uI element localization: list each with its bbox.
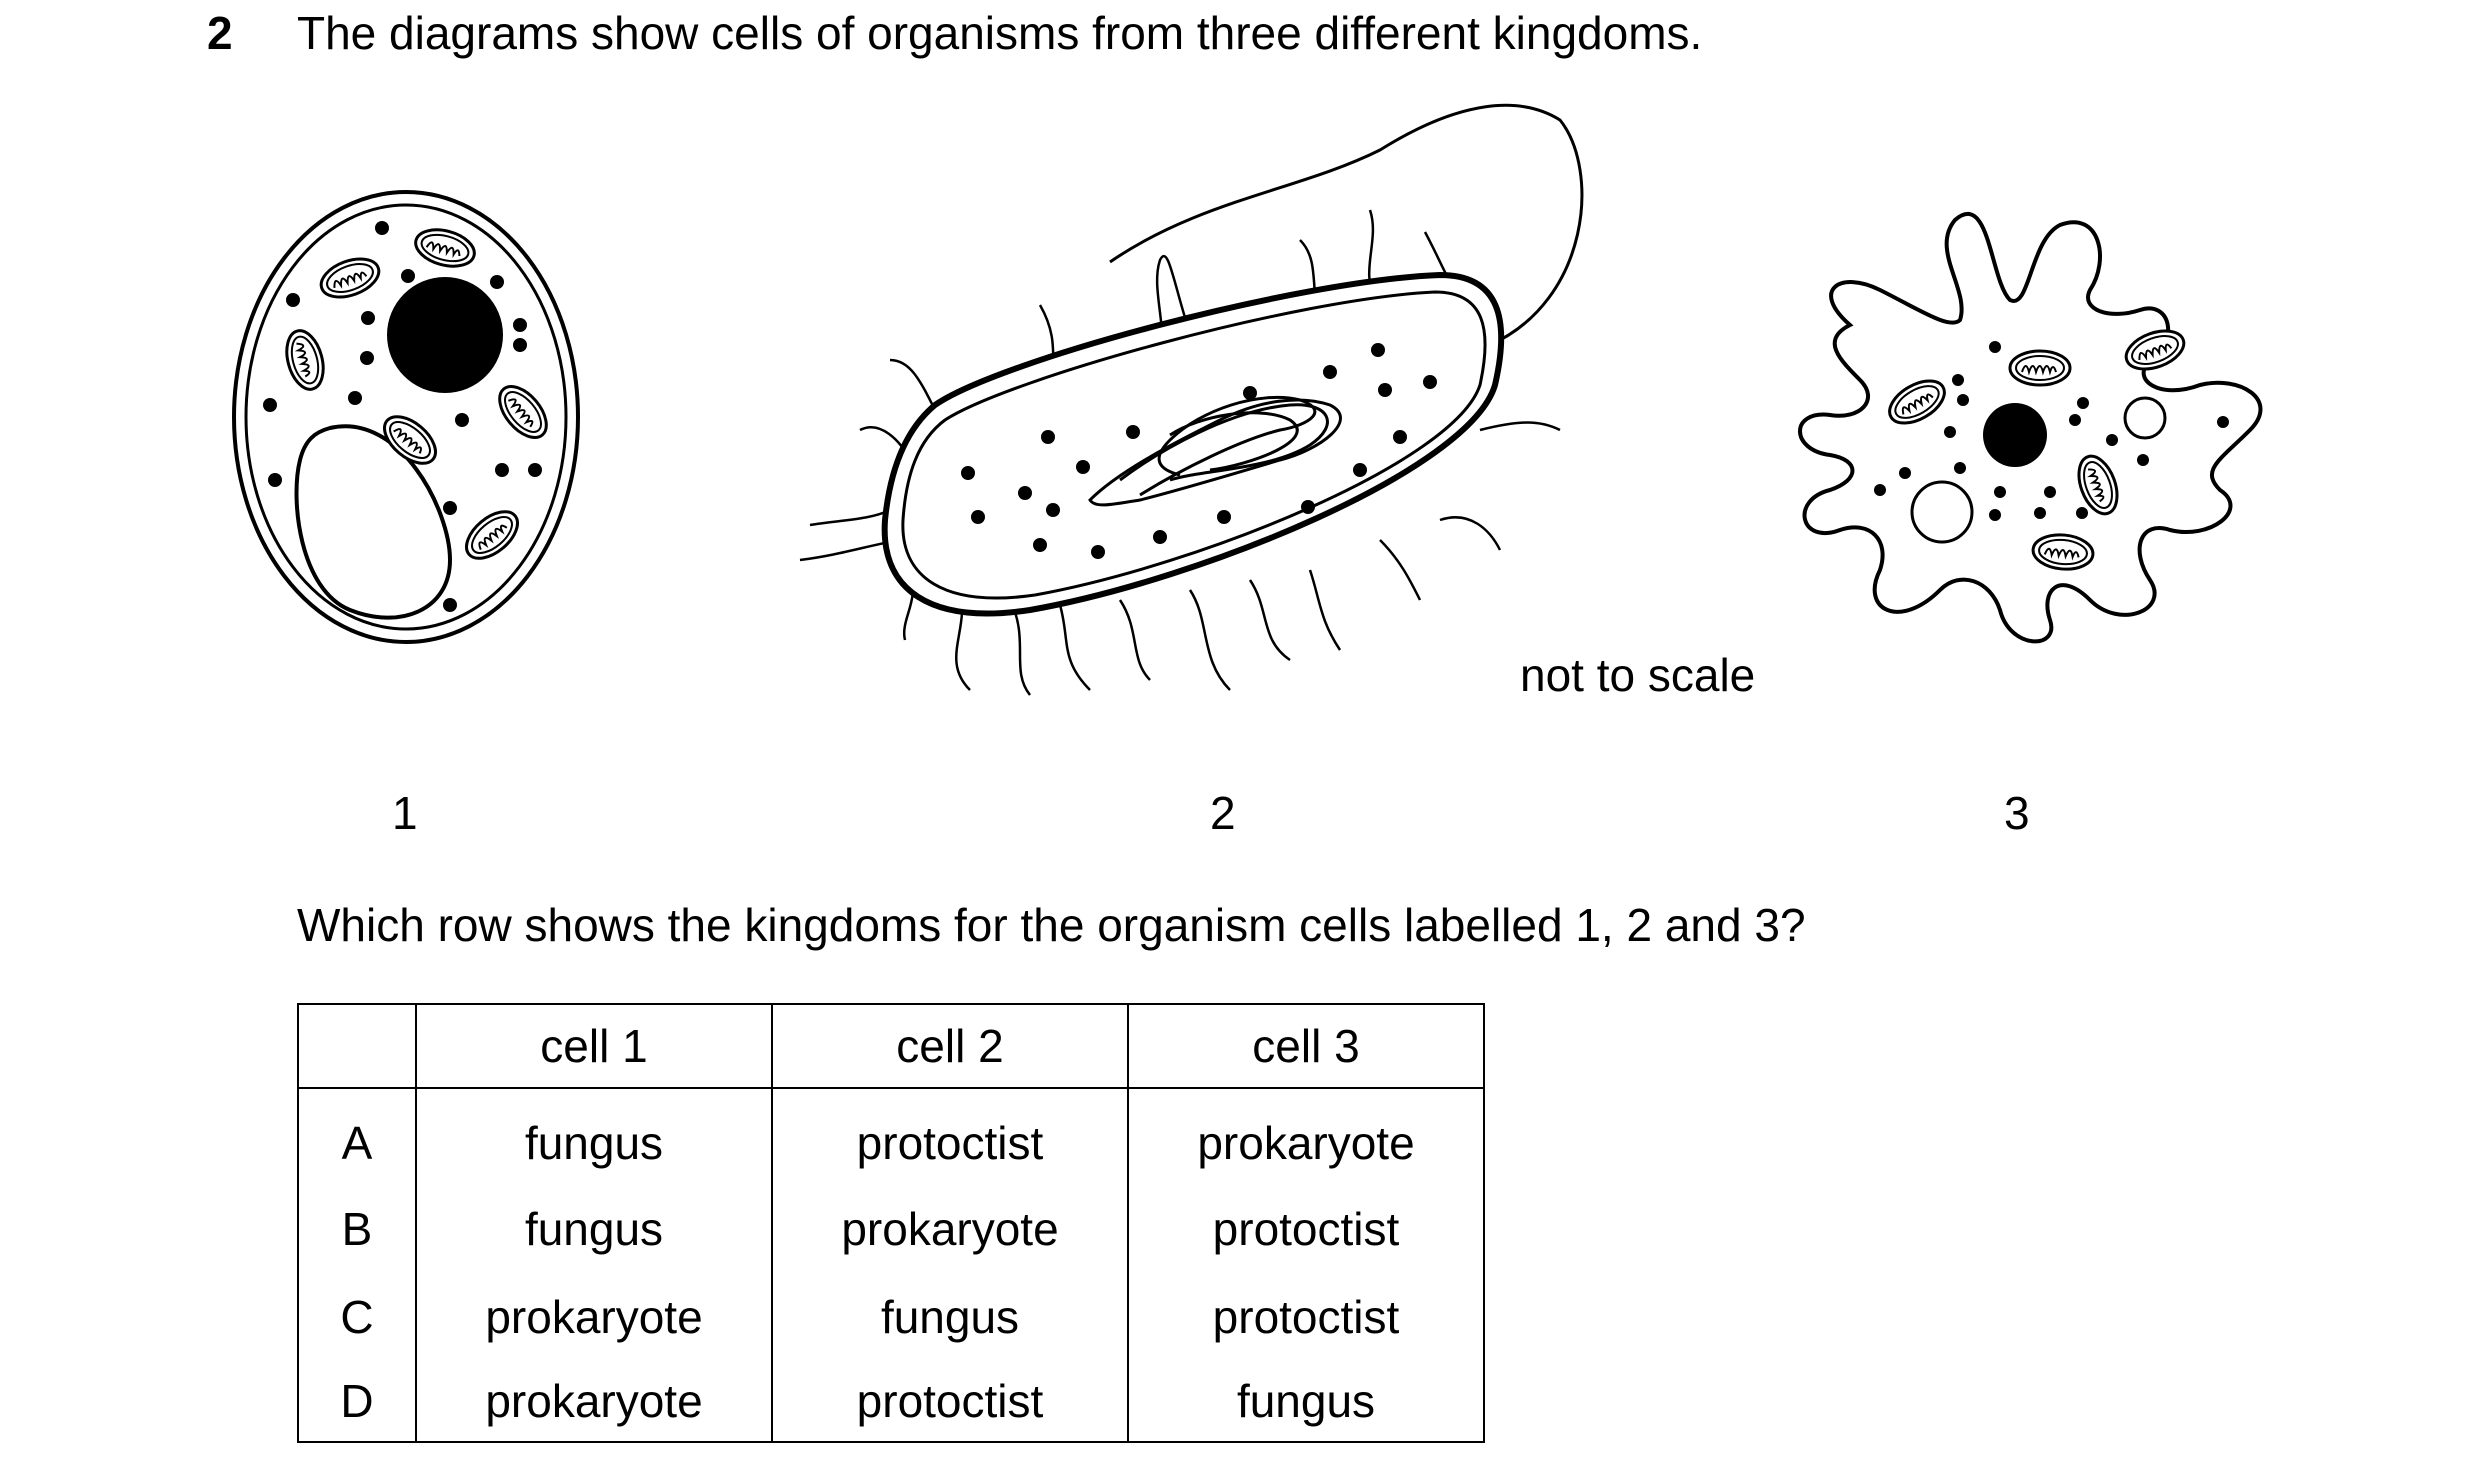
question-prompt: Which row shows the kingdoms for the org…: [297, 899, 1806, 951]
table-cell: protoctist: [1127, 1185, 1485, 1273]
table-cell: prokaryote: [415, 1273, 773, 1361]
table-cell: protoctist: [771, 1088, 1129, 1185]
table-header-row: cell 1 cell 2 cell 3: [297, 1004, 1485, 1089]
cell-3-diagram: [1798, 212, 2263, 644]
table-cell: protoctist: [1127, 1273, 1485, 1361]
table-row[interactable]: C prokaryote fungus protoctist: [297, 1273, 1485, 1361]
table-cell: fungus: [771, 1273, 1129, 1361]
table-cell: fungus: [415, 1088, 773, 1185]
option-label: B: [297, 1185, 417, 1273]
table-cell: fungus: [1127, 1361, 1485, 1442]
cell-label-3: 3: [2004, 787, 2030, 839]
answer-table: cell 1 cell 2 cell 3 A fungus protoctist…: [297, 1003, 1485, 1443]
table-row[interactable]: D prokaryote protoctist fungus: [297, 1361, 1485, 1442]
option-label: D: [297, 1361, 417, 1442]
table-row[interactable]: B fungus prokaryote protoctist: [297, 1185, 1485, 1273]
cell-1-diagram: [232, 190, 580, 644]
cell-label-1: 1: [392, 787, 418, 839]
option-label: A: [297, 1088, 417, 1185]
table-row[interactable]: A fungus protoctist prokaryote: [297, 1088, 1485, 1185]
table-header-cell-2: cell 2: [771, 1004, 1129, 1089]
table-header-blank: [297, 1004, 417, 1089]
question-number: 2: [207, 7, 233, 59]
table-header-cell-3: cell 3: [1127, 1004, 1485, 1089]
table-cell: protoctist: [771, 1361, 1129, 1442]
table-cell: fungus: [415, 1185, 773, 1273]
cell-label-2: 2: [1210, 787, 1236, 839]
table-cell: prokaryote: [1127, 1088, 1485, 1185]
cell-diagrams: [232, 103, 2263, 696]
question-stem: The diagrams show cells of organisms fro…: [297, 7, 1703, 59]
not-to-scale-note: not to scale: [1520, 649, 1756, 701]
cell-2-diagram: [799, 103, 1584, 696]
table-cell: prokaryote: [771, 1185, 1129, 1273]
table-cell: prokaryote: [415, 1361, 773, 1442]
option-label: C: [297, 1273, 417, 1361]
table-header-cell-1: cell 1: [415, 1004, 773, 1089]
